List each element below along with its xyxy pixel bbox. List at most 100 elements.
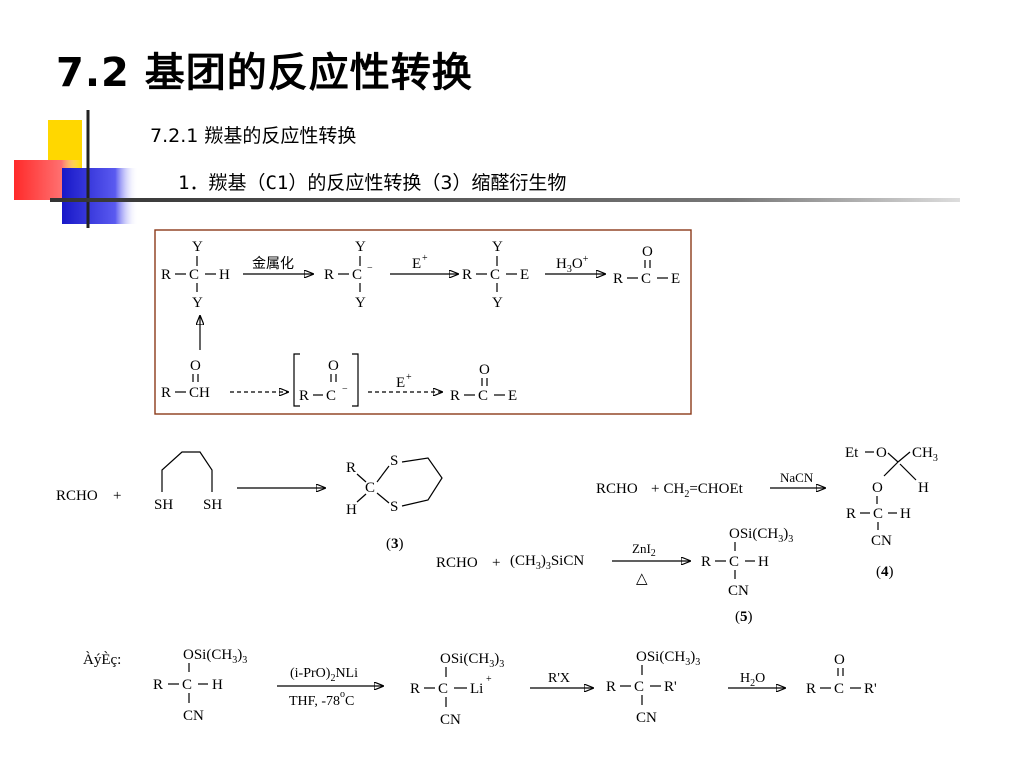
plus-3: + <box>492 555 500 571</box>
svg-text:C: C <box>490 267 500 283</box>
svg-text:O: O <box>876 445 887 461</box>
reactant-ch-y2: Y R C H Y <box>161 239 230 311</box>
svg-text:R: R <box>606 679 616 695</box>
svg-text:E: E <box>520 267 529 283</box>
hydrolysis-label: H3O+ <box>556 254 589 275</box>
svg-text:C: C <box>182 677 192 693</box>
svg-text:C: C <box>189 267 199 283</box>
svg-text:OSi(CH3)3: OSi(CH3)3 <box>636 649 700 668</box>
svg-text:C: C <box>634 679 644 695</box>
heat-symbol: △ <box>636 571 648 587</box>
svg-text:CN: CN <box>871 533 892 549</box>
svg-text:C: C <box>729 554 739 570</box>
svg-text:Li: Li <box>470 681 483 697</box>
ketone-final: O R C R' <box>806 652 877 697</box>
svg-text:R: R <box>410 681 420 697</box>
svg-text:−: − <box>342 384 348 395</box>
svg-text:R: R <box>806 681 816 697</box>
topic-line: 1．羰基（C1）的反应性转换（3）缩醛衍生物 <box>178 168 566 195</box>
svg-text:H: H <box>918 480 929 496</box>
svg-text:O: O <box>642 244 653 260</box>
svg-text:SH: SH <box>203 497 222 513</box>
metalation-label: 金属化 <box>252 256 294 272</box>
svg-text:+: + <box>486 674 492 685</box>
svg-text:H: H <box>346 502 357 518</box>
label-4: (4) <box>876 564 894 580</box>
thf-label: THF, -78oC <box>289 689 354 709</box>
scheme-box <box>154 229 692 415</box>
svg-text:C: C <box>365 480 375 496</box>
svg-text:Y: Y <box>492 295 503 311</box>
svg-text:R: R <box>346 460 356 476</box>
svg-text:C: C <box>352 267 362 283</box>
electrophile-charge-1: + <box>422 253 428 264</box>
svg-text:H: H <box>900 506 911 522</box>
svg-text:R: R <box>462 267 472 283</box>
svg-text:H: H <box>219 267 230 283</box>
svg-text:H: H <box>758 554 769 570</box>
svg-text:O: O <box>834 652 845 668</box>
svg-text:R': R' <box>664 679 677 695</box>
lithiated-intermediate: OSi(CH3)3 R C Li + CN <box>410 651 504 728</box>
svg-text:Y: Y <box>355 295 366 311</box>
svg-text:S: S <box>390 499 398 515</box>
svg-text:R: R <box>701 554 711 570</box>
svg-text:R: R <box>299 388 309 404</box>
svg-text:C: C <box>873 506 883 522</box>
svg-text:O: O <box>872 480 883 496</box>
svg-text:R: R <box>161 267 171 283</box>
svg-text:C: C <box>834 681 844 697</box>
vinyl-ether: +CH2=CHOEt <box>651 481 744 500</box>
section-subtitle: 7.2.1 羰基的反应性转换 <box>150 125 357 147</box>
svg-text:R': R' <box>864 681 877 697</box>
plus-1: + <box>113 488 121 504</box>
svg-text:O: O <box>328 358 339 374</box>
topic-line-main: 1．羰基（C1）的反应性转换 <box>178 172 422 194</box>
label-3: (3) <box>386 536 404 552</box>
lda-label: (i-PrO)2NLi <box>290 666 358 684</box>
rcho-1: RCHO <box>56 488 98 504</box>
svg-text:CH3: CH3 <box>912 445 938 464</box>
example-prefix: ÀýÈç: <box>83 651 121 668</box>
svg-text:CN: CN <box>636 710 657 726</box>
svg-text:CN: CN <box>728 583 749 599</box>
svg-text:CH: CH <box>189 385 210 401</box>
svg-text:R: R <box>161 385 171 401</box>
svg-text:OSi(CH3)3: OSi(CH3)3 <box>729 526 793 545</box>
label-5: (5) <box>735 609 753 625</box>
nacn-label: NaCN <box>780 470 814 485</box>
svg-text:C: C <box>478 388 488 404</box>
alkylated-y2: Y R C E Y <box>462 239 529 311</box>
svg-text:OSi(CH3)3: OSi(CH3)3 <box>440 651 504 670</box>
svg-text:E: E <box>508 388 517 404</box>
svg-text:C: C <box>641 271 651 287</box>
svg-text:Y: Y <box>355 239 366 255</box>
cyanohydrin-ether-4: Et O CH3 H O R C H CN <box>845 445 938 549</box>
svg-text:R: R <box>324 267 334 283</box>
svg-text:C: C <box>326 388 336 404</box>
svg-text:C: C <box>438 681 448 697</box>
rx-label: R'X <box>548 671 570 686</box>
svg-text:R: R <box>613 271 623 287</box>
svg-text:R: R <box>846 506 856 522</box>
svg-text:Et: Et <box>845 445 859 461</box>
tms-cyanohydrin-5: OSi(CH3)3 R C H CN <box>701 526 793 599</box>
rcho-2: RCHO <box>596 481 638 497</box>
carbanion-y2: Y R C − Y <box>324 239 373 311</box>
tms-cyanohydrin-start: OSi(CH3)3 R C H CN <box>153 647 247 724</box>
svg-text:O: O <box>479 362 490 378</box>
dithiane-product: R C H S S <box>346 453 443 518</box>
svg-text:Y: Y <box>492 239 503 255</box>
tmscn-reagent: (CH3)3SiCN <box>510 553 584 572</box>
svg-text:E: E <box>671 271 680 287</box>
svg-text:H: H <box>212 677 223 693</box>
electrophile-label-2: E <box>396 375 405 391</box>
aldehyde-reactant: O R CH <box>161 358 210 401</box>
ketone-product-2: O R C E <box>450 362 517 404</box>
electrophile-charge-2: + <box>406 372 412 383</box>
svg-text:−: − <box>367 263 373 274</box>
acyl-anion: O R C − <box>293 353 359 407</box>
svg-text:O: O <box>190 358 201 374</box>
propanedithiol: SH SH <box>154 451 222 513</box>
